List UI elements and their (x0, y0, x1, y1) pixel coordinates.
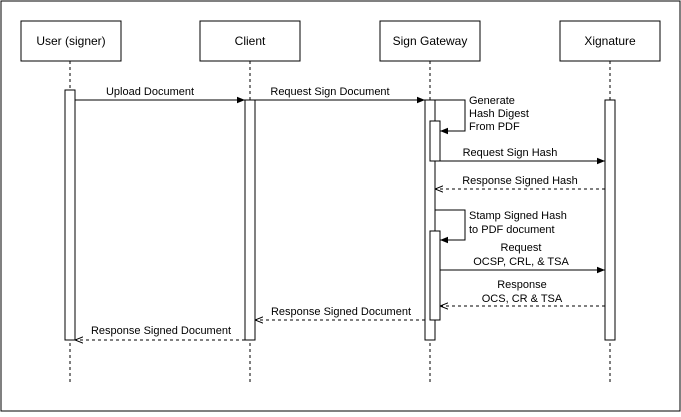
message-response-signed-hash: Response Signed Hash (435, 175, 605, 189)
message-request-sign-document-label: Request Sign Document (270, 86, 389, 98)
participant-xignature: Xignature (559, 20, 661, 62)
participant-user-label: User (signer) (36, 34, 105, 48)
activation-bar-client (244, 99, 256, 341)
activation-bar-gateway-stamp (429, 230, 441, 321)
message-generate-hash-digest-line-2: Hash Digest (469, 108, 529, 120)
message-response-signed-document-gateway-label: Response Signed Document (271, 306, 411, 318)
message-stamp-signed-hash-line-1: Stamp Signed Hash (469, 210, 567, 222)
message-stamp-signed-hash-line-2: to PDF document (469, 224, 555, 236)
message-stamp-signed-hash: Stamp Signed Hash to PDF document (435, 209, 567, 244)
participant-client: Client (199, 20, 301, 62)
message-response-signed-document-client-label: Response Signed Document (91, 325, 231, 337)
message-request-sign-hash: Request Sign Hash (440, 147, 605, 165)
message-generate-hash-digest-line-1: Generate (469, 95, 515, 107)
message-response-signed-document-client: Response Signed Document (75, 325, 245, 340)
activation-bar-gateway-hash (429, 120, 441, 162)
message-request-ocsp: Request OCSP, CRL, & TSA (440, 242, 605, 274)
message-upload-document-label: Upload Document (106, 86, 194, 98)
message-stamp-signed-hash-arrow (435, 209, 466, 244)
activation-bar-xignature (604, 99, 616, 341)
message-request-sign-document: Request Sign Document (255, 86, 425, 104)
participant-gateway: Sign Gateway (379, 20, 481, 62)
participant-client-label: Client (235, 34, 266, 48)
message-request-sign-hash-label: Request Sign Hash (463, 147, 558, 159)
message-response-ocs-line-2: OCS, CR & TSA (482, 293, 563, 305)
message-request-ocsp-line-2: OCSP, CRL, & TSA (473, 256, 569, 268)
message-response-ocs: Response OCS, CR & TSA (440, 279, 605, 306)
message-generate-hash-digest-line-3: From PDF (469, 121, 520, 133)
activation-bar-user (64, 89, 76, 341)
message-request-ocsp-line-1: Request (501, 242, 542, 254)
message-generate-hash-digest: Generate Hash Digest From PDF (435, 95, 529, 135)
message-response-signed-hash-label: Response Signed Hash (462, 175, 578, 187)
message-upload-document: Upload Document (75, 86, 245, 104)
message-response-ocs-line-1: Response (497, 279, 547, 291)
participant-user: User (signer) (20, 20, 122, 62)
message-generate-hash-digest-arrow (435, 99, 466, 135)
participant-xignature-label: Xignature (584, 34, 636, 48)
message-response-signed-document-gateway: Response Signed Document (255, 306, 425, 320)
participant-gateway-label: Sign Gateway (393, 34, 468, 48)
activation-bar-gateway (424, 99, 436, 341)
